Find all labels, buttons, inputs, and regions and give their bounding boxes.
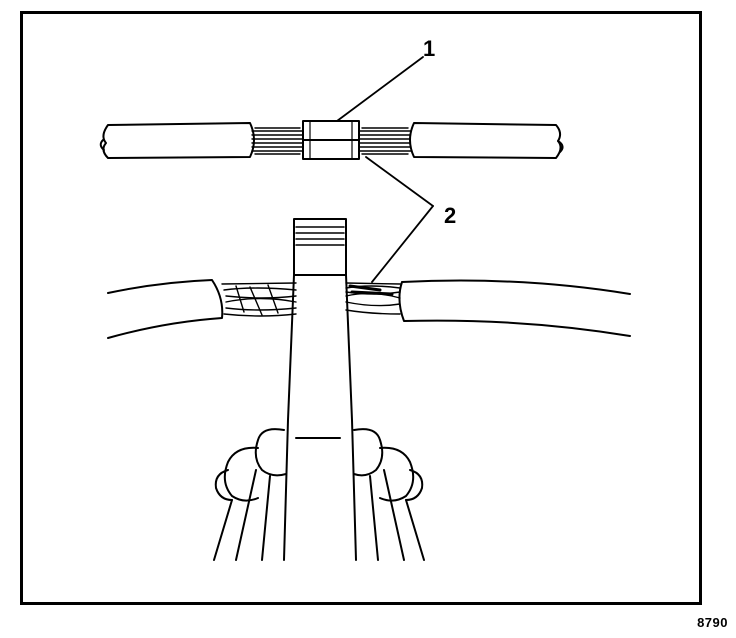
figure-frame bbox=[20, 11, 702, 605]
callout-2-leader-upper bbox=[365, 156, 434, 207]
right-bare-strands bbox=[358, 127, 413, 155]
tool-right-knuckle bbox=[353, 428, 384, 477]
curved-wires bbox=[107, 279, 631, 339]
right-insulation bbox=[409, 122, 562, 159]
crimping-tool bbox=[213, 218, 425, 561]
left-strands-in-tool bbox=[221, 282, 297, 317]
figure-id-label: 8790 bbox=[697, 615, 728, 630]
tool-left-knuckle bbox=[254, 428, 287, 477]
callout-1-label: 1 bbox=[423, 36, 435, 61]
tool-left-handle bbox=[213, 469, 271, 561]
callout-2-label: 2 bbox=[444, 203, 456, 228]
left-bare-strands bbox=[251, 127, 304, 155]
callout-2-leader-lower bbox=[371, 205, 434, 283]
spliced-wire-assembly bbox=[99, 120, 564, 160]
tool-right-handle bbox=[369, 469, 425, 561]
right-strands-in-tool bbox=[345, 282, 401, 315]
tool-body bbox=[283, 274, 357, 561]
left-insulation bbox=[102, 122, 255, 159]
callout-1-leader bbox=[336, 56, 424, 122]
left-wire-insulation bbox=[107, 279, 224, 339]
splice-clip bbox=[302, 120, 360, 160]
right-wire-insulation bbox=[398, 279, 631, 337]
